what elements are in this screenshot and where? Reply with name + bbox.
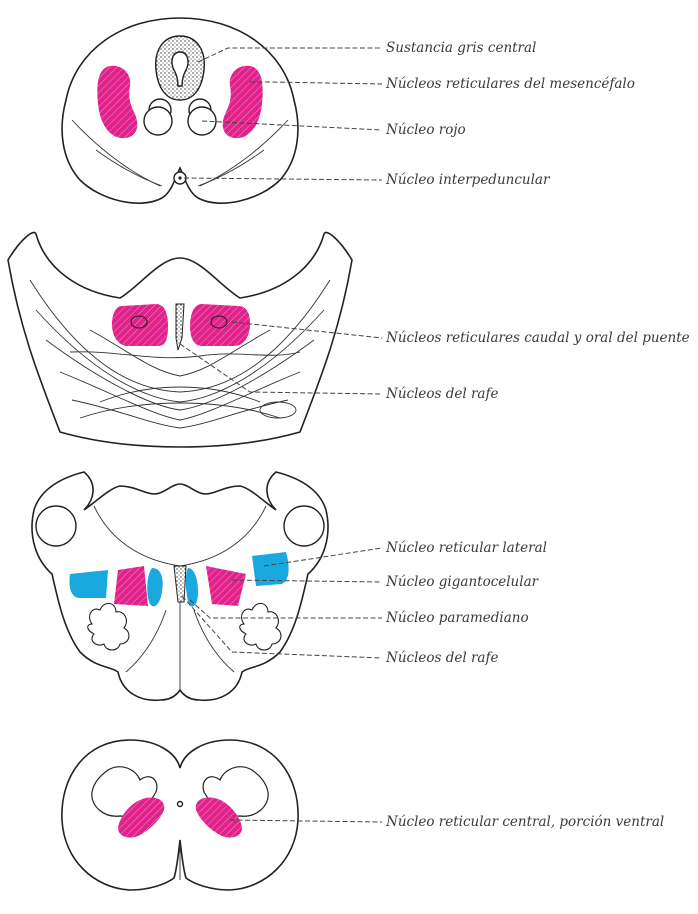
label-interpeduncular-nucleus: Núcleo interpeduncular: [386, 172, 549, 188]
label-medullary-raphe-nuclei: Núcleos del rafe: [386, 650, 498, 666]
label-paramedian-nucleus: Núcleo paramediano: [386, 610, 529, 626]
red-nucleus-left: [144, 107, 172, 135]
label-pontine-reticular-nuclei: Núcleos reticulares caudal y oral del pu…: [386, 330, 690, 346]
spinal-cord-section: [62, 740, 382, 890]
pontine-reticular-nucleus-right: [190, 304, 250, 346]
medulla-lateral-tract-right: [284, 506, 324, 546]
pontine-reticular-nucleus-left: [112, 304, 168, 346]
medulla-lateral-tract-left: [36, 506, 76, 546]
label-red-nucleus: Núcleo rojo: [386, 122, 466, 138]
lateral-reticular-nucleus-left: [69, 570, 108, 598]
central-canal: [178, 802, 183, 807]
pons-section: [8, 232, 382, 447]
gigantocellular-nucleus-left: [114, 566, 148, 606]
label-mesencephalic-reticular-nuclei: Núcleos reticulares del mesencéfalo: [386, 76, 635, 92]
label-central-reticular-nucleus-ventral: Núcleo reticular central, porción ventra…: [386, 814, 664, 830]
midbrain-section: [62, 18, 382, 203]
interpeduncular-nucleus-core: [178, 176, 181, 179]
label-lateral-reticular-nucleus: Núcleo reticular lateral: [386, 540, 547, 556]
medulla-section: [32, 472, 382, 700]
label-gigantocellular-nucleus: Núcleo gigantocelular: [386, 574, 538, 590]
label-central-gray-matter: Sustancia gris central: [386, 40, 536, 56]
label-pontine-raphe-nuclei: Núcleos del rafe: [386, 386, 498, 402]
